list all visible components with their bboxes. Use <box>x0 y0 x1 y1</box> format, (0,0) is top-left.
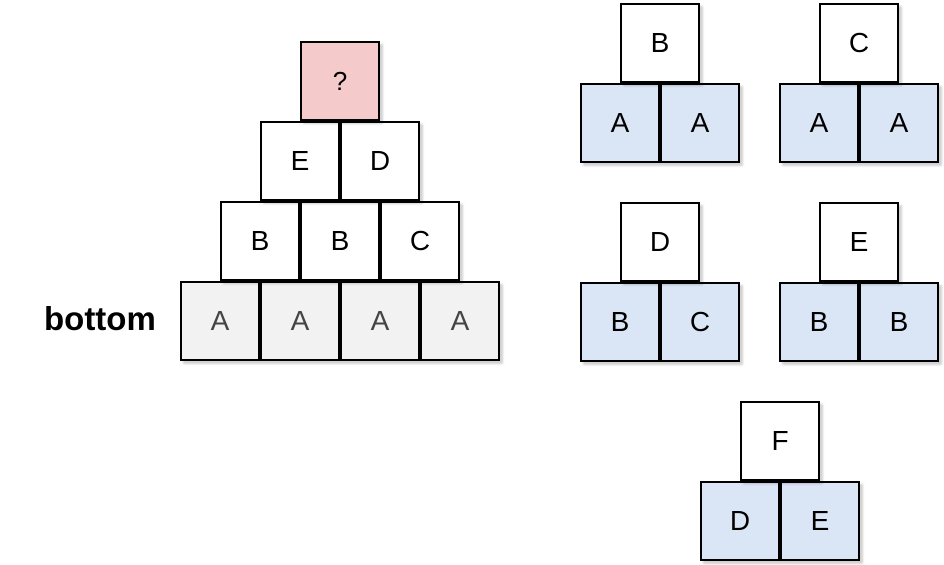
pyramid-block-row3-col3: C <box>380 201 460 281</box>
block-letter: B <box>889 306 909 337</box>
rule2-base-block-left: A <box>779 83 859 163</box>
pyramid-block-row3-col2: B <box>300 201 380 281</box>
block-letter: B <box>330 225 350 256</box>
block-letter: B <box>250 225 270 256</box>
block-letter: D <box>369 145 391 176</box>
block-letter: A <box>290 305 310 336</box>
rule5-base-block-right: E <box>780 481 860 561</box>
bottom-row-label: bottom <box>44 300 156 337</box>
block-letter: A <box>210 305 230 336</box>
block-letter: D <box>649 226 671 257</box>
rule1-base-block-right: A <box>660 83 740 163</box>
rule5-top-block: F <box>740 401 820 481</box>
block-letter: B <box>650 27 670 58</box>
pyramid-block-row2-col2: D <box>340 121 420 201</box>
block-letter: E <box>290 145 310 176</box>
rule4-base-block-left: B <box>779 282 859 362</box>
rule2-top-block: C <box>819 3 899 83</box>
block-letter: E <box>810 505 830 536</box>
block-letter: B <box>610 306 630 337</box>
block-letter: B <box>809 306 829 337</box>
pyramid-block-row2-col1: E <box>260 121 340 201</box>
pyramid-base-block-2: A <box>260 281 340 361</box>
block-letter: A <box>450 305 470 336</box>
rule3-base-block-right: C <box>660 282 740 362</box>
rule2-base-block-right: A <box>859 83 939 163</box>
block-letter: A <box>610 107 630 138</box>
rule4-base-block-right: B <box>859 282 939 362</box>
block-letter: A <box>809 107 829 138</box>
pyramid-base-block-4: A <box>420 281 500 361</box>
pyramid-block-row3-col1: B <box>220 201 300 281</box>
block-letter: F <box>771 425 789 456</box>
block-letter: C <box>409 225 431 256</box>
rule1-base-block-left: A <box>580 83 660 163</box>
block-letter: C <box>689 306 711 337</box>
pyramid-base-block-3: A <box>340 281 420 361</box>
block-letter: E <box>849 226 869 257</box>
pyramid-unknown-block: ? <box>300 41 380 121</box>
rule3-base-block-left: B <box>580 282 660 362</box>
rule3-top-block: D <box>620 202 700 282</box>
block-letter: A <box>889 107 909 138</box>
rule1-top-block: B <box>620 3 700 83</box>
block-letter: ? <box>332 65 348 96</box>
rule4-top-block: E <box>819 202 899 282</box>
pyramid-base-block-1: A <box>180 281 260 361</box>
block-letter: A <box>370 305 390 336</box>
block-letter: A <box>690 107 710 138</box>
block-letter: C <box>848 27 870 58</box>
rule5-base-block-left: D <box>700 481 780 561</box>
block-letter: D <box>729 505 751 536</box>
